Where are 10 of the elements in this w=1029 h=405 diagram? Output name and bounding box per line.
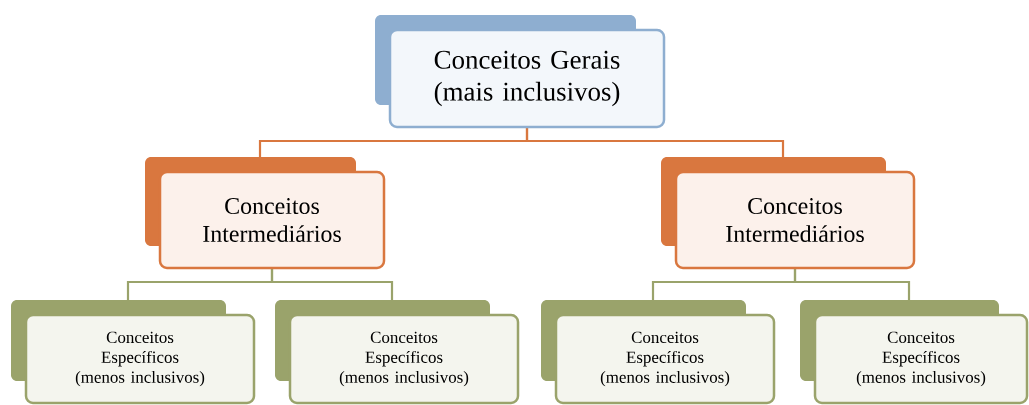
- connector-line: [793, 268, 911, 301]
- concept-box: Conceitos Gerais (mais inclusivos): [375, 15, 666, 129]
- concept-box: Conceitos Intermediários: [661, 157, 916, 270]
- concept-box: Conceitos Específicos (menos inclusivos): [800, 300, 1029, 405]
- connector-line: [525, 127, 785, 158]
- concept-box: Conceitos Específicos (menos inclusivos): [275, 300, 520, 405]
- concept-box: Conceitos Intermediários: [145, 157, 386, 270]
- concept-box: Conceitos Específicos (menos inclusivos): [541, 300, 776, 405]
- connector-line: [270, 268, 394, 301]
- concept-box: Conceitos Específicos (menos inclusivos): [11, 300, 256, 405]
